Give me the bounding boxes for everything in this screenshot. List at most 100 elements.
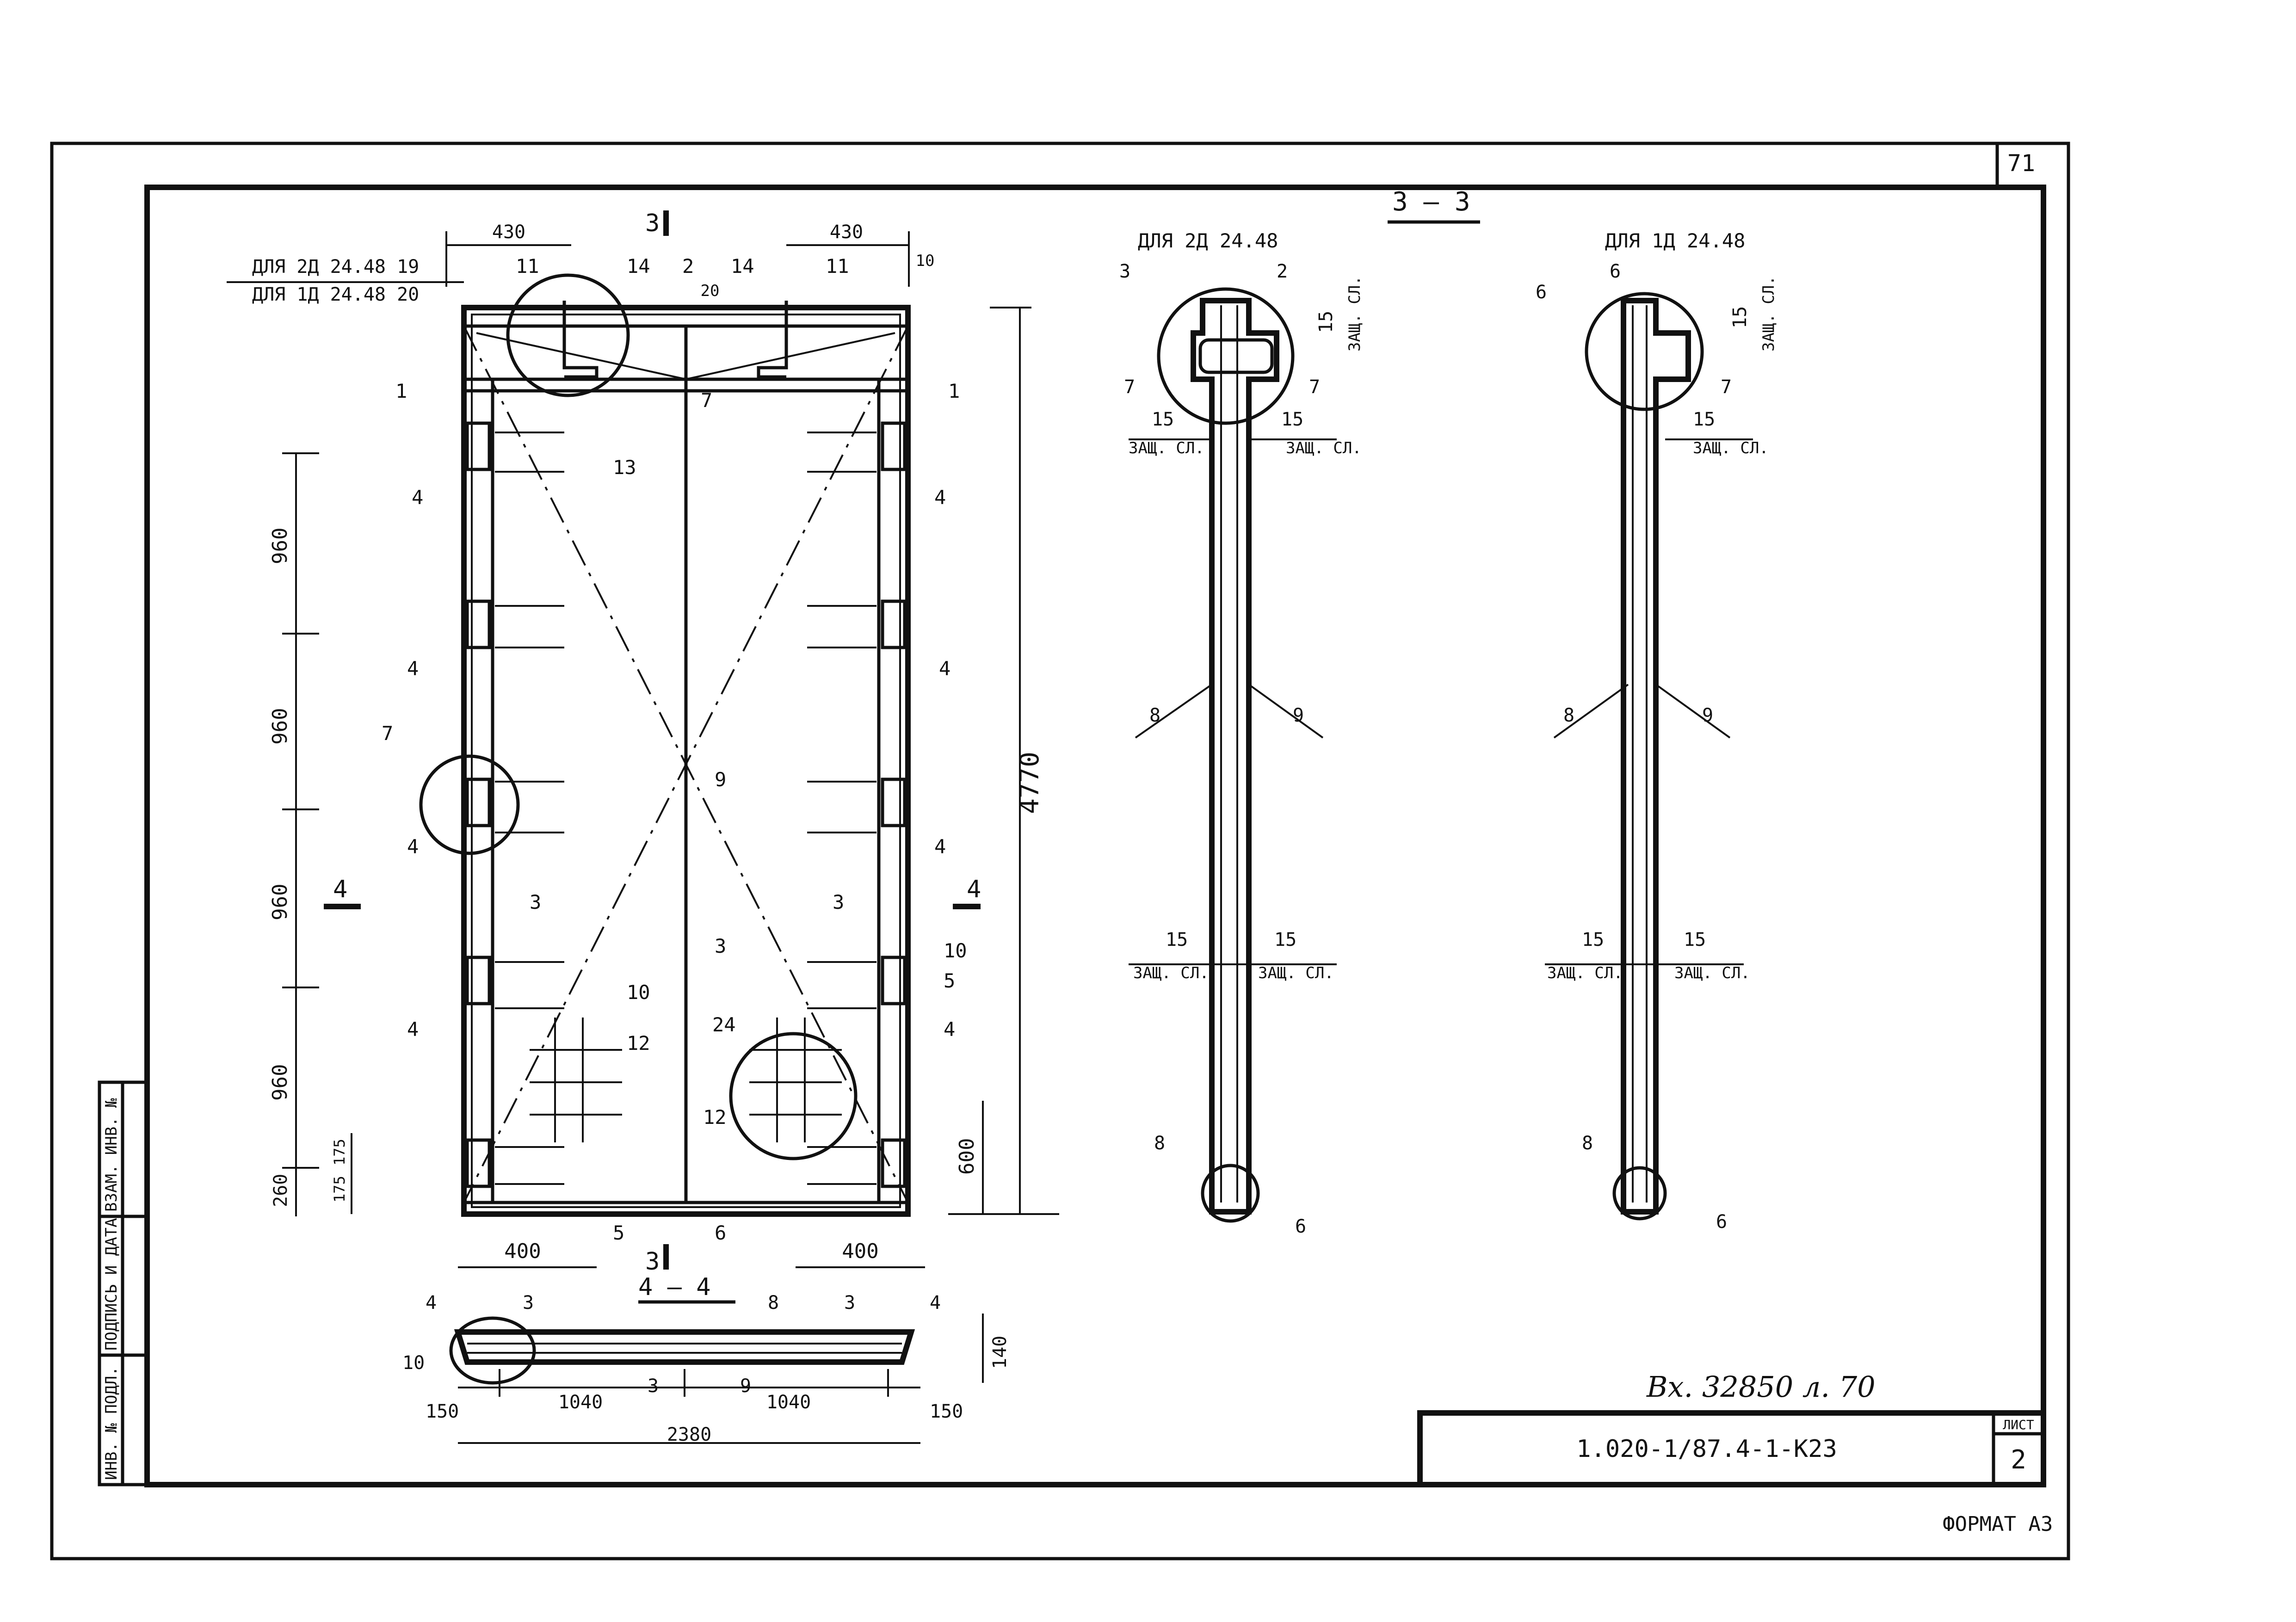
sec33-left-callout-9: 9 (1293, 705, 1304, 726)
elevation-dimensions: ДЛЯ 2Д 24.48 19 ДЛЯ 1Д 24.48 20 430 430 … (227, 210, 1059, 1276)
dim-top-left: 430 (492, 222, 525, 243)
callout-24: 24 (712, 1013, 736, 1036)
sec33-left-cover-value-d: 15 (1274, 929, 1296, 950)
callout-2: 2 (682, 255, 694, 278)
sec44-dim-left: 150 (426, 1401, 459, 1422)
dim-seg-5: 260 (270, 1174, 291, 1207)
sec44-dim-mid-left: 1040 (558, 1392, 603, 1413)
sec33-left-cover-value-c: 15 (1166, 929, 1188, 950)
callout-4-e: 4 (407, 835, 419, 858)
sec33-right-callout-6c: 6 (1716, 1211, 1727, 1233)
callout-12-right: 12 (703, 1106, 727, 1129)
elevation-view (419, 273, 911, 1217)
dim-bottom-right: 400 (842, 1240, 878, 1263)
sec44-dim-total: 2380 (667, 1424, 711, 1445)
sec44-callout-8: 8 (768, 1292, 779, 1314)
callout-4-c: 4 (407, 657, 419, 680)
callout-4-b: 4 (934, 486, 946, 509)
section-3-3-right: ДЛЯ 1Д 24.48 6 6 7 8 9 8 6 15 ЗАЩ. СЛ. 1… (1536, 229, 1778, 1233)
callout-4-a: 4 (412, 486, 423, 509)
callout-3-right: 3 (833, 891, 844, 913)
sec33-right-cover-label-d: ЗАЩ. СЛ. (1759, 276, 1778, 352)
sec33-left-cover-label-b: ЗАЩ. СЛ. (1286, 439, 1362, 457)
callout-3-left: 3 (530, 891, 541, 913)
sec44-callout-9: 9 (740, 1375, 751, 1397)
section-3-3-title: 3 — 3 (1392, 187, 1470, 217)
sec33-right-callout-9: 9 (1702, 705, 1713, 726)
callout-7-top: 7 (701, 389, 712, 412)
sec33-left-callout-7b: 7 (1309, 376, 1320, 398)
dim-seg-3: 960 (268, 884, 292, 920)
sec33-left-cover-label-c: ЗАЩ. СЛ. (1133, 964, 1209, 982)
section-mark-right: 4 (967, 876, 981, 903)
section-mark-left: 4 (333, 876, 347, 903)
sec33-left-callout-7a: 7 (1124, 376, 1135, 398)
callout-14-right: 14 (731, 255, 754, 278)
dim-seg-4: 960 (268, 1064, 292, 1101)
callout-13: 13 (613, 456, 636, 479)
sec33-left-callout-6: 6 (1295, 1216, 1306, 1237)
callout-5-left: 5 (613, 1221, 624, 1244)
sec33-left-callout-2: 2 (1277, 261, 1288, 282)
title-sheet-label: ЛИСТ (2003, 1417, 2034, 1432)
sec44-callout-10: 10 (402, 1352, 425, 1374)
section-mark-bottom: 3 (645, 1248, 660, 1276)
callout-4-f: 4 (934, 835, 946, 858)
sec33-right-callout-7: 7 (1721, 376, 1732, 398)
title-code: 1.020-1/87.4-1-К23 (1576, 1435, 1837, 1463)
sec33-right-cover-value-b: 15 (1582, 929, 1604, 950)
callout-4-g: 4 (407, 1018, 419, 1041)
sec33-right-cover-label-c: ЗАЩ. СЛ. (1674, 964, 1750, 982)
sec33-right-label: ДЛЯ 1Д 24.48 (1605, 229, 1745, 252)
sec44-callout-3-left: 3 (523, 1292, 534, 1314)
callout-5-right: 5 (944, 969, 955, 992)
callout-1-left: 1 (395, 380, 407, 402)
sec33-right-callout-8b: 8 (1582, 1133, 1593, 1154)
sec33-left-cover-value-b: 15 (1281, 409, 1303, 430)
variant-label-2d: ДЛЯ 2Д 24.48 19 (252, 256, 419, 278)
callout-12-left: 12 (627, 1032, 650, 1055)
dim-175b: 175 (331, 1176, 348, 1203)
elevation-callouts: 1 1 2 11 11 14 14 7 13 4 4 4 4 7 9 4 4 3… (382, 255, 967, 1244)
sec33-right-cover-label-b: ЗАЩ. СЛ. (1547, 964, 1623, 982)
sec33-left-cover-value-e: 15 (1315, 311, 1337, 333)
sec44-dim-right: 150 (930, 1401, 963, 1422)
sec33-right-cover-value-d: 15 (1729, 306, 1751, 328)
section-4-4: 4 — 4 150 1040 1040 150 2380 140 4 3 8 3… (402, 1273, 1011, 1445)
sec44-dim-mid-right: 1040 (766, 1392, 811, 1413)
dim-bottom-left: 400 (504, 1240, 541, 1263)
callout-14-left: 14 (627, 255, 650, 278)
sec33-left-callout-8b: 8 (1154, 1133, 1165, 1154)
section-3-3-left: ДЛЯ 2Д 24.48 3 2 7 7 8 9 8 6 15 ЗАЩ. СЛ.… (1119, 229, 1364, 1237)
dim-height-total: 4770 (1015, 752, 1045, 814)
sheet-frame (50, 142, 2070, 1560)
callout-6: 6 (715, 1221, 726, 1244)
callout-7-left: 7 (382, 722, 393, 745)
callout-3-center: 3 (715, 935, 726, 957)
dim-top-right: 430 (830, 222, 863, 243)
callout-11-left: 11 (516, 255, 539, 278)
title-block: 1.020-1/87.4-1-К23 ЛИСТ 2 (1417, 1410, 2046, 1487)
sec44-dim-height: 140 (989, 1336, 1011, 1369)
dim-seg-2: 960 (268, 708, 292, 745)
sec33-right-cover-value-c: 15 (1684, 929, 1706, 950)
callout-10-right: 10 (944, 939, 967, 962)
sec33-right-cover-value-a: 15 (1693, 409, 1715, 430)
sec33-left-cover-label-a: ЗАЩ. СЛ. (1129, 439, 1204, 457)
dim-top-20: 20 (701, 282, 720, 300)
section-4-4-title: 4 — 4 (638, 1273, 711, 1301)
side-stamp-inv: ИНВ. № ПОДЛ. (102, 1366, 121, 1480)
side-stamp: ИНВ. № ПОДЛ. ПОДПИСЬ И ДАТА ВЗАМ. ИНВ. № (98, 1080, 149, 1486)
callout-4-h: 4 (944, 1018, 955, 1041)
callout-1-right: 1 (948, 380, 960, 402)
sec33-left-callout-3: 3 (1119, 261, 1130, 282)
side-stamp-sign: ПОДПИСЬ И ДАТА (102, 1218, 121, 1351)
format-label: ФОРМАТ А3 (1943, 1512, 2053, 1536)
page-number: 71 (2007, 150, 2035, 177)
sec33-left-cover-value-a: 15 (1152, 409, 1174, 430)
sec33-right-cover-label-a: ЗАЩ. СЛ. (1693, 439, 1769, 457)
section-mark-top: 3 (645, 210, 660, 237)
sec33-left-callout-8a: 8 (1149, 705, 1160, 726)
sec44-callout-3-right: 3 (844, 1292, 855, 1314)
